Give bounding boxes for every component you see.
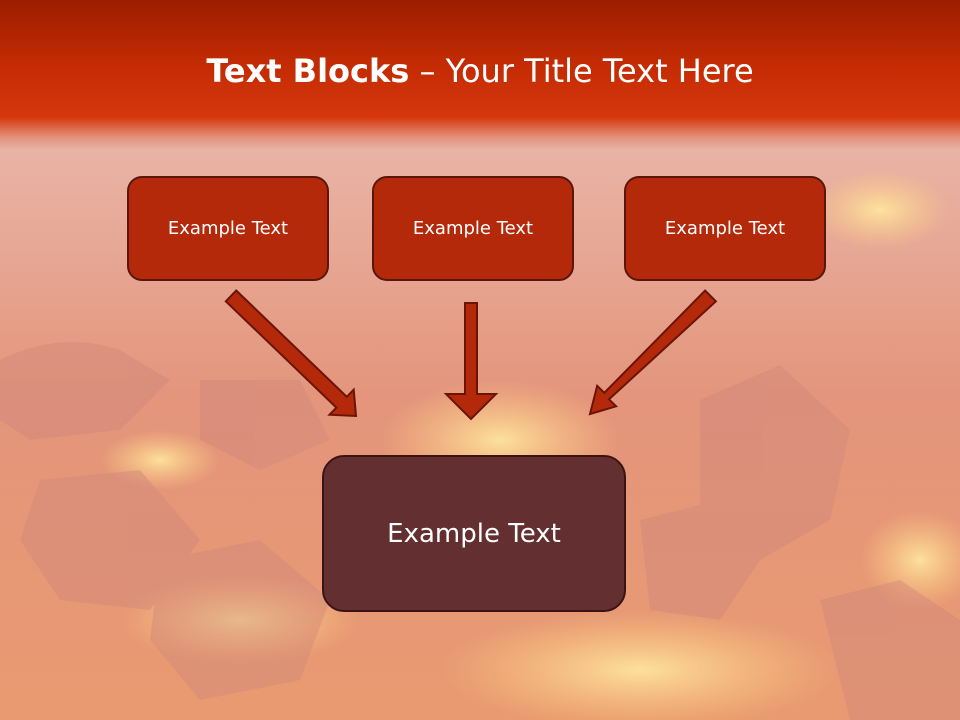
text-block-right[interactable]: Example Text bbox=[624, 176, 826, 281]
arrow-center bbox=[443, 302, 499, 421]
arrow-left bbox=[224, 289, 358, 418]
title-rest: Your Title Text Here bbox=[445, 52, 754, 90]
text-block-left[interactable]: Example Text bbox=[127, 176, 329, 281]
title-separator: – bbox=[409, 52, 446, 90]
title-bold-part: Text Blocks bbox=[206, 52, 410, 90]
text-block-center[interactable]: Example Text bbox=[372, 176, 574, 281]
title-banner bbox=[0, 0, 960, 150]
arrow-right bbox=[588, 289, 718, 416]
slide-title: Text Blocks – Your Title Text Here bbox=[0, 52, 960, 90]
text-block-target[interactable]: Example Text bbox=[322, 455, 626, 612]
